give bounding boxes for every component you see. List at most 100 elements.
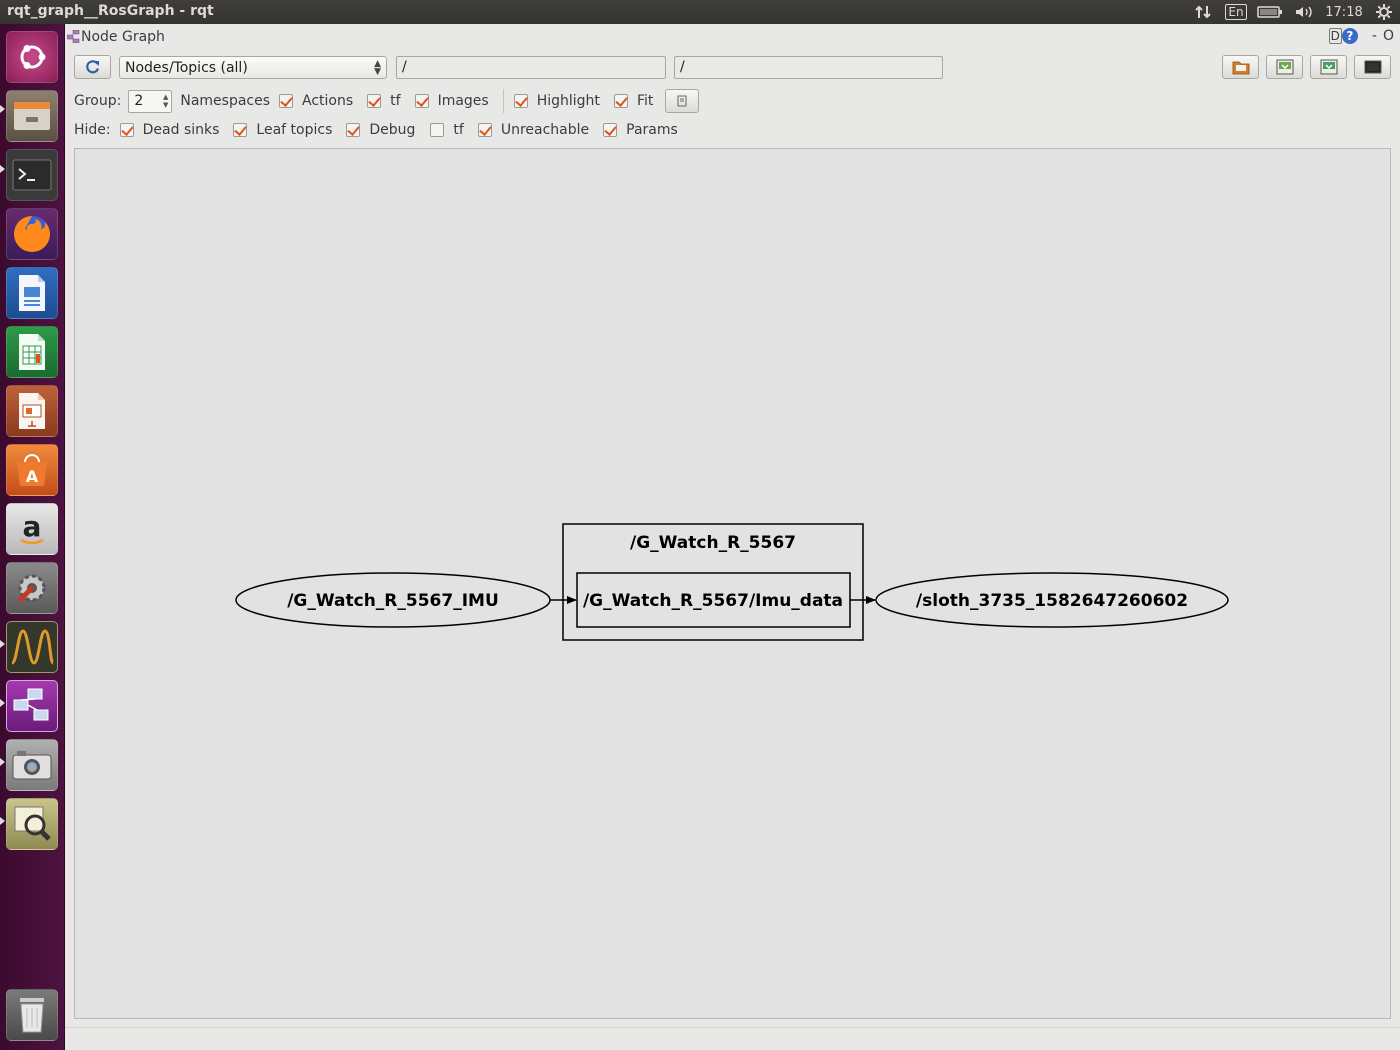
terminal-icon[interactable] [6, 149, 58, 201]
tf-checkbox[interactable]: tf [367, 93, 401, 109]
spin-arrows-icon: ▲▼ [162, 92, 169, 109]
hide-label: Hide: [74, 122, 111, 138]
minimize-button[interactable]: - [1371, 28, 1377, 44]
graph-svg: /G_Watch_R_5567 /G_Watch_R_5567_IMU /G_W… [235, 523, 1229, 641]
save-image-icon [1276, 59, 1293, 75]
dead-sinks-label: Dead sinks [142, 122, 220, 138]
save-svg-icon [1320, 59, 1337, 75]
leaf-topics-label: Leaf topics [256, 122, 333, 138]
node-filter-input[interactable]: / [396, 56, 666, 79]
libreoffice-calc-icon[interactable] [6, 326, 58, 378]
namespaces-toggle[interactable]: Namespaces [180, 93, 270, 109]
graph-canvas[interactable]: /G_Watch_R_5567 /G_Watch_R_5567_IMU /G_W… [74, 148, 1391, 1019]
file-manager-icon[interactable] [6, 90, 58, 142]
group-label: Group: [74, 93, 122, 109]
params-label: Params [626, 122, 678, 138]
group-depth-spinbox[interactable]: 2 ▲▼ [128, 89, 173, 113]
images-check-box[interactable] [414, 94, 429, 108]
screenshot-icon[interactable] [6, 739, 58, 791]
dock-controls: D ? - O [1328, 28, 1394, 44]
keyboard-layout-label: En [1225, 4, 1247, 20]
svg-text:a: a [23, 510, 42, 543]
svg-text:A: A [26, 467, 39, 486]
topic-label: /G_Watch_R_5567/Imu_data [583, 591, 843, 611]
network-icon[interactable] [1192, 0, 1214, 24]
hide-tf-checkbox[interactable]: tf [430, 122, 464, 138]
close-button[interactable]: O [1382, 28, 1394, 44]
view-mode-select[interactable]: Nodes/Topics (all) ▲▼ [119, 56, 387, 79]
actions-checkbox[interactable]: Actions [279, 93, 353, 109]
window-title: rqt_graph__RosGraph - rqt [7, 3, 214, 19]
highlight-check-box[interactable] [513, 94, 528, 108]
save-image-button[interactable] [1354, 55, 1391, 79]
volume-icon[interactable] [1292, 0, 1316, 24]
unreachable-check-box[interactable] [477, 123, 492, 137]
leaf-topics-check-box[interactable] [233, 123, 248, 137]
unreachable-checkbox[interactable]: Unreachable [477, 122, 590, 138]
namespace-cluster-label: /G_Watch_R_5567 [630, 533, 796, 553]
highlight-label: Highlight [536, 93, 600, 109]
fit-label: Fit [636, 93, 654, 109]
rqt-window: Node Graph D ? - O Nodes/Topics (all) ▲▼… [65, 24, 1400, 1050]
images-checkbox[interactable]: Images [414, 93, 489, 109]
fit-check-box[interactable] [613, 94, 628, 108]
ubuntu-dash-icon[interactable] [6, 31, 58, 83]
software-center-icon[interactable]: A [6, 444, 58, 496]
combo-arrows-icon: ▲▼ [374, 59, 381, 77]
help-button[interactable]: ? [1341, 28, 1358, 44]
image-viewer-icon[interactable] [6, 798, 58, 850]
status-bar [65, 1027, 1400, 1050]
load-dot-button[interactable] [1222, 55, 1259, 79]
params-checkbox[interactable]: Params [603, 122, 678, 138]
zoom-fit-icon [677, 95, 687, 107]
fit-checkbox[interactable]: Fit [613, 93, 654, 109]
debug-check-box[interactable] [346, 123, 361, 137]
actions-label: Actions [302, 93, 354, 109]
top-panel: rqt_graph__RosGraph - rqt En 17:18 [0, 0, 1400, 24]
system-settings-icon[interactable] [6, 562, 58, 614]
save-dot-button[interactable] [1266, 55, 1303, 79]
view-mode-value: Nodes/Topics (all) [125, 60, 248, 76]
sink-node-label: /sloth_3735_1582647260602 [916, 591, 1188, 611]
debug-checkbox[interactable]: Debug [346, 122, 415, 138]
debug-label: Debug [369, 122, 416, 138]
dead-sinks-check-box[interactable] [119, 123, 134, 137]
clock[interactable]: 17:18 [1325, 4, 1363, 20]
hide-tf-label: tf [453, 122, 464, 138]
tf-label: tf [390, 93, 401, 109]
firefox-icon[interactable] [6, 208, 58, 260]
rqt-graph-icon[interactable] [6, 680, 58, 732]
leaf-topics-checkbox[interactable]: Leaf topics [233, 122, 332, 138]
libreoffice-impress-icon[interactable] [6, 385, 58, 437]
options-row: Group: 2 ▲▼ Namespaces Actions tf Images… [74, 89, 700, 113]
refresh-icon [85, 60, 99, 74]
libreoffice-writer-icon[interactable] [6, 267, 58, 319]
fit-in-view-button[interactable] [665, 89, 700, 113]
tf-check-box[interactable] [367, 94, 382, 108]
source-node-label: /G_Watch_R_5567_IMU [287, 591, 499, 611]
keyboard-layout-indicator[interactable]: En [1224, 0, 1248, 24]
dead-sinks-checkbox[interactable]: Dead sinks [119, 122, 220, 138]
trash-icon[interactable] [6, 989, 58, 1041]
folder-open-icon [1232, 61, 1249, 75]
unreachable-label: Unreachable [500, 122, 590, 138]
params-check-box[interactable] [603, 123, 618, 137]
group-depth-value: 2 [134, 93, 144, 109]
refresh-button[interactable] [74, 55, 111, 79]
hide-row: Hide: Dead sinks Leaf topics Debug tf Un… [74, 122, 678, 138]
rqt-plot-icon[interactable] [6, 621, 58, 673]
topic-filter-input[interactable]: / [674, 56, 943, 79]
dock-detach-button[interactable]: D [1328, 28, 1342, 44]
launcher: A a [0, 24, 65, 1050]
sink-node-ellipse[interactable] [875, 572, 1229, 628]
namespace-cluster-box[interactable] [562, 523, 864, 641]
screen-icon [1364, 60, 1381, 74]
battery-icon[interactable] [1256, 0, 1284, 24]
highlight-checkbox[interactable]: Highlight [513, 93, 600, 109]
actions-check-box[interactable] [279, 94, 294, 108]
amazon-icon[interactable]: a [6, 503, 58, 555]
hide-tf-check-box[interactable] [430, 123, 445, 137]
gear-icon[interactable] [1372, 0, 1396, 24]
node-graph-plugin-icon [67, 30, 80, 43]
save-svg-button[interactable] [1310, 55, 1347, 79]
